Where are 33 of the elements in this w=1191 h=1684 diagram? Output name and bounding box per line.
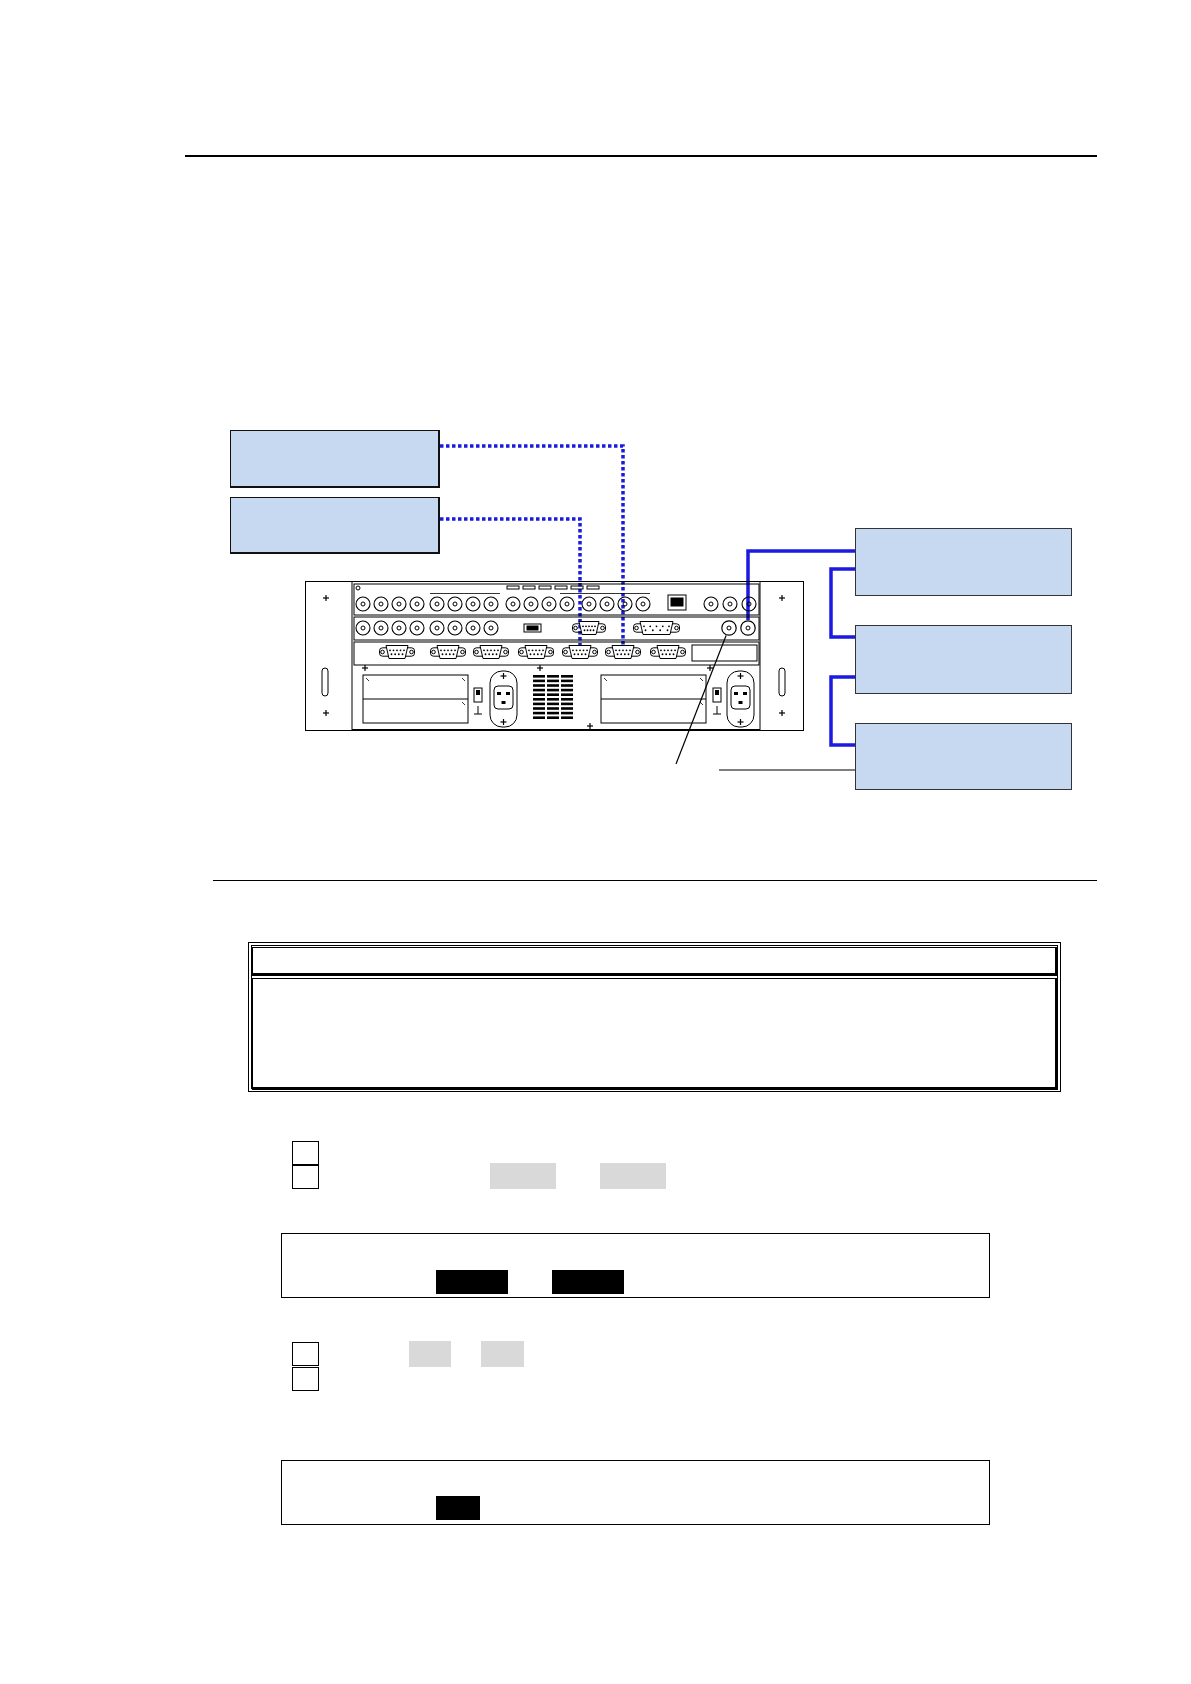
bracket-line (829, 567, 855, 639)
device-box (855, 723, 1072, 790)
dsub-connector (562, 645, 598, 659)
highlight-bar (481, 1341, 524, 1367)
bnc-connector (740, 620, 756, 636)
highlight-bar (600, 1163, 666, 1189)
device-box (855, 528, 1072, 596)
selection-bar (436, 1270, 508, 1294)
display-frame (281, 1233, 990, 1298)
leader-line (718, 769, 856, 771)
highlight-bar (490, 1163, 556, 1189)
device-box (230, 430, 440, 488)
table-frame (248, 942, 1061, 1092)
bracket-line (829, 675, 855, 747)
cable-line (440, 517, 582, 645)
selection-bar (436, 1496, 480, 1520)
display-frame (281, 1460, 990, 1525)
checkbox (292, 1367, 319, 1391)
cable-line (440, 444, 625, 645)
device-box (230, 497, 440, 554)
table-header-row (252, 947, 1058, 976)
selection-bar (552, 1270, 624, 1294)
cable-line (746, 549, 855, 620)
checkbox (292, 1165, 319, 1189)
checkbox (292, 1141, 319, 1165)
highlight-bar (409, 1341, 451, 1367)
bnc-connector (721, 620, 737, 636)
table-body (252, 978, 1058, 1090)
rear-panel (305, 581, 804, 731)
leader-line (675, 634, 727, 765)
dsub-connector (605, 645, 641, 659)
device-box (855, 625, 1072, 694)
checkbox (292, 1342, 319, 1366)
